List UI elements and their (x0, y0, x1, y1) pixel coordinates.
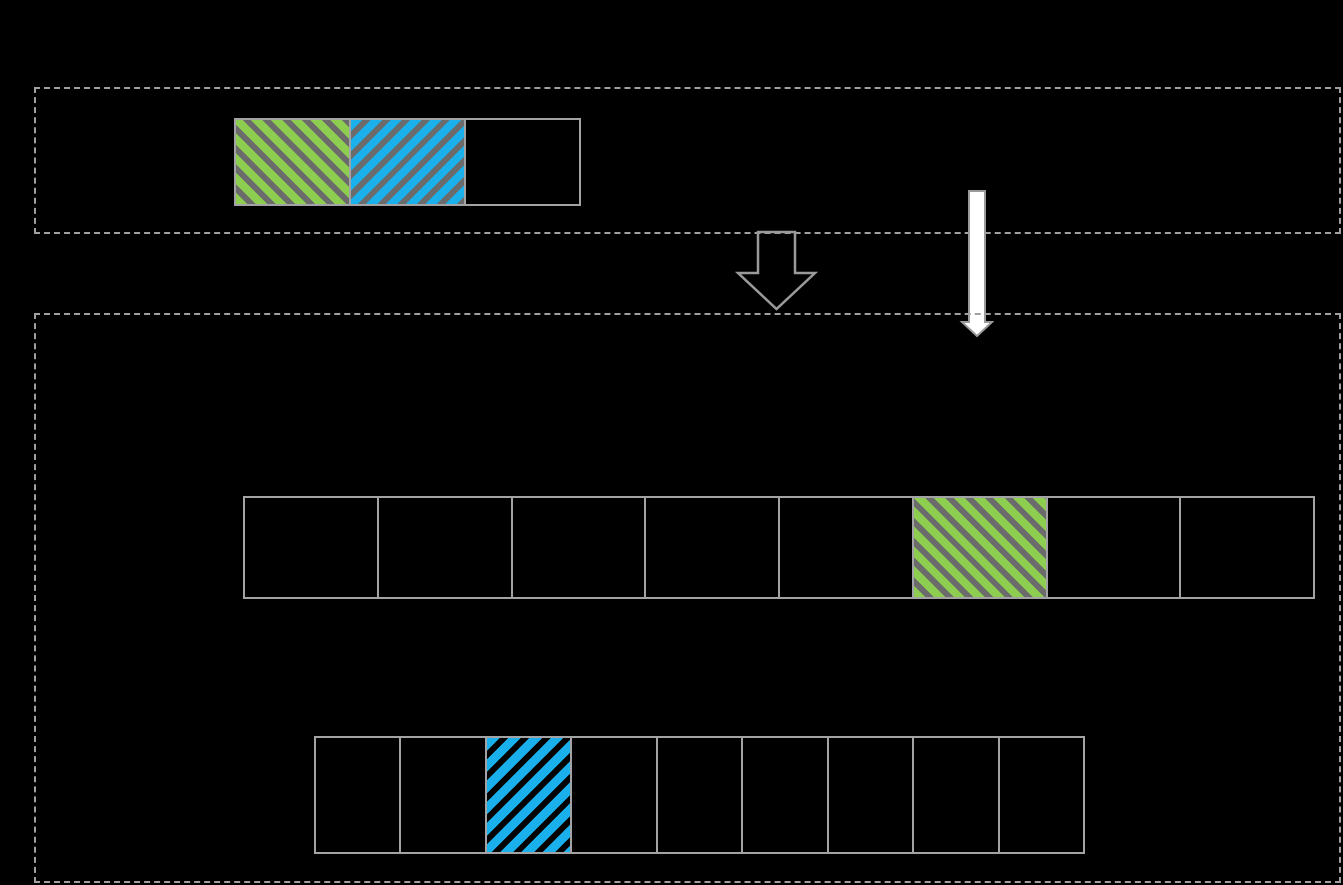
grid-cell-empty (741, 738, 826, 852)
bottom-dashed-region (34, 313, 1341, 883)
grid-cell-empty (655, 738, 741, 852)
grid-cell-empty (644, 498, 778, 597)
grid-cell-empty (826, 738, 912, 852)
bottom-lower-cell-row (314, 736, 1085, 854)
outline-down-arrow-icon (735, 230, 819, 311)
grid-cell-blue-gray-hatch (349, 120, 464, 204)
grid-cell-empty (316, 738, 399, 852)
grid-cell-empty (570, 738, 655, 852)
white-down-arrow-icon (959, 190, 994, 338)
grid-cell-green-gray-hatch (911, 498, 1046, 597)
grid-cell-blue-black-hatch (484, 738, 571, 852)
grid-cell-empty (376, 498, 511, 597)
grid-cell-empty (245, 498, 377, 597)
grid-cell-empty (1179, 498, 1313, 597)
top-cell-row (234, 118, 581, 206)
grid-cell-empty (1045, 498, 1180, 597)
grid-cell-empty (778, 498, 912, 597)
grid-cell-empty (912, 738, 997, 852)
grid-cell-green-gray-hatch (236, 120, 349, 204)
grid-cell-empty (464, 120, 579, 204)
top-dashed-region (34, 87, 1341, 234)
grid-cell-empty (399, 738, 484, 852)
grid-cell-empty (510, 498, 645, 597)
grid-cell-empty (997, 738, 1083, 852)
bottom-upper-cell-row (243, 496, 1315, 599)
